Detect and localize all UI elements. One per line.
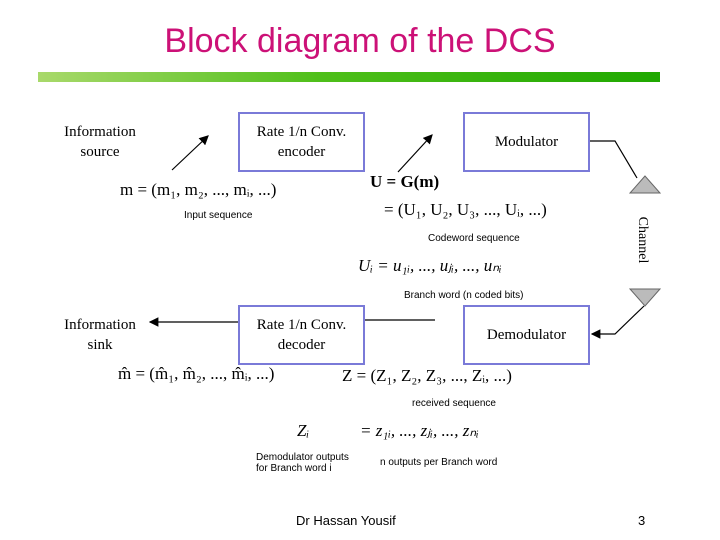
page-title: Block diagram of the DCS — [164, 22, 556, 60]
demodulator-block: Demodulator — [463, 305, 590, 365]
input-sequence: m = (m₁, m₂, ..., mᵢ, ...) — [120, 180, 277, 199]
received-sequence-caption: received sequence — [412, 398, 496, 409]
footer-author: Dr Hassan Yousif — [296, 513, 396, 528]
wire-modulator-to-channel — [590, 140, 638, 179]
channel-rx-triangle — [628, 288, 662, 307]
wire-channel-to-demodulator — [590, 305, 645, 339]
demodulator-output-lhs: Zᵢ — [297, 421, 310, 440]
information-source-block: Information source — [55, 120, 145, 164]
codeword-caption: Codeword sequence — [428, 233, 520, 244]
codeword-sequence: = (U₁, U₂, U₃, ..., Uᵢ, ...) — [384, 200, 547, 219]
estimated-sequence: m̂ = (m̂₁, m̂₂, ..., m̂ᵢ, ...) — [118, 364, 275, 383]
n-outputs-caption: n outputs per Branch word — [380, 457, 498, 468]
input-sequence-caption: Input sequence — [184, 210, 253, 221]
wire-encoder-to-modulator — [397, 134, 433, 173]
demodulator-output-rhs: = z₁ᵢ, ..., zⱼᵢ, ..., zₙᵢ — [360, 421, 479, 440]
title-divider — [38, 72, 660, 82]
channel-label: Channel — [635, 216, 650, 264]
branch-word-equation: Uᵢ = u₁ᵢ, ..., uⱼᵢ, ..., uₙᵢ — [358, 256, 502, 275]
modulator-block: Modulator — [463, 112, 590, 172]
codeword-equation: U = G(m) — [370, 172, 440, 191]
demodulator-output-caption-2: for Branch word i — [256, 463, 332, 474]
received-sequence: Z = (Z₁, Z₂, Z₃, ..., Zᵢ, ...) — [342, 366, 512, 385]
information-sink-block: Information sink — [55, 313, 145, 357]
encoder-block: Rate 1/n Conv. encoder — [238, 112, 365, 172]
decoder-block: Rate 1/n Conv. decoder — [238, 305, 365, 365]
channel-tx-triangle — [628, 175, 662, 194]
wire-source-to-encoder — [171, 135, 209, 171]
footer-page-number: 3 — [638, 513, 646, 528]
demodulator-output-caption-1: Demodulator outputs — [256, 452, 349, 463]
branch-word-caption: Branch word (n coded bits) — [404, 290, 524, 301]
